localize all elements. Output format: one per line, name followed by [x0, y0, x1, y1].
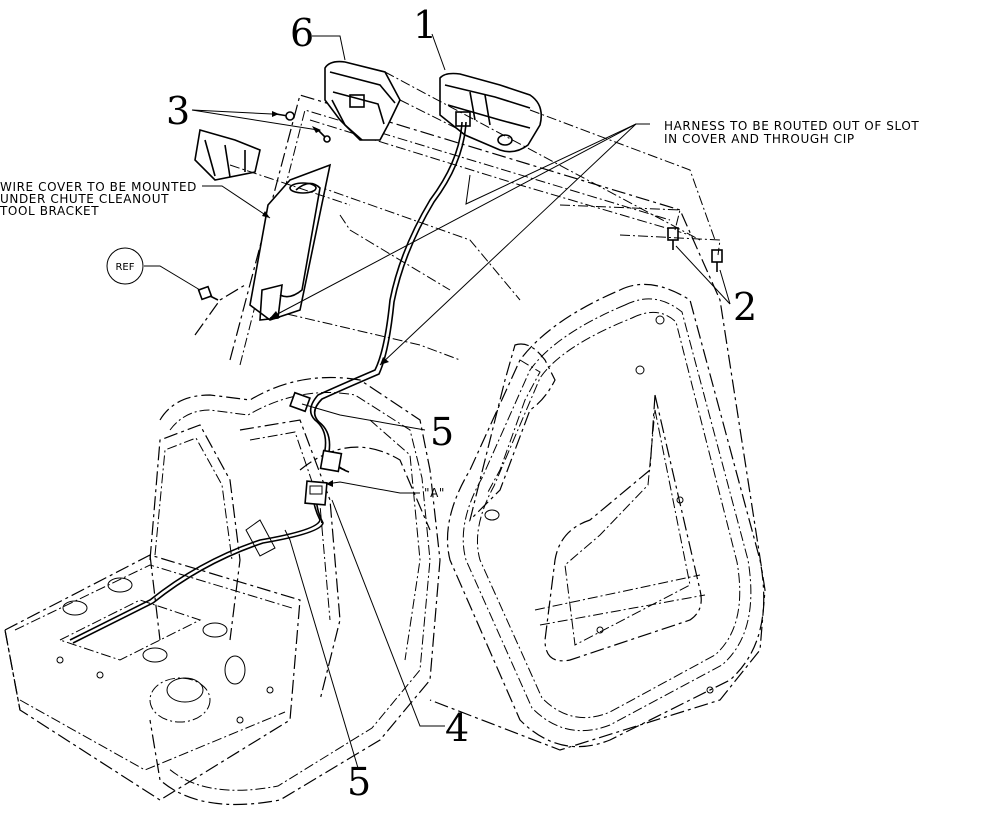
callout-3: 3 — [166, 89, 190, 133]
screw-part-2 — [667, 227, 723, 272]
callout-5-upper: 5 — [430, 410, 454, 454]
harness-note-line-2: IN COVER AND THROUGH CIP — [664, 132, 855, 146]
view-a-label: "A" — [424, 486, 445, 500]
wiring-harness — [69, 121, 467, 644]
harness-note-line-1: HARNESS TO BE ROUTED OUT OF SLOT — [664, 119, 919, 133]
wire-cover-note-line-3: TOOL BRACKET — [0, 204, 99, 218]
front-frame — [4, 554, 301, 801]
assembly-lines — [229, 71, 721, 291]
connector-lower — [304, 480, 328, 506]
callout-4: 4 — [445, 706, 469, 750]
ref-label: REF — [115, 262, 134, 273]
part-6-cover — [324, 60, 401, 141]
callout-5-lower: 5 — [347, 760, 371, 804]
ref-bubble: REF — [106, 247, 144, 285]
callout-1: 1 — [413, 3, 437, 47]
callout-6: 6 — [290, 11, 314, 55]
screw-part-3 — [275, 111, 331, 143]
leader-lines — [144, 33, 731, 769]
wire-cover — [249, 163, 332, 321]
wire-cover-note-line-2: UNDER CHUTE CLEANOUT — [0, 192, 169, 206]
rear-housing-panel — [194, 94, 766, 751]
auger-housing — [149, 376, 441, 806]
screw-ref — [197, 285, 219, 301]
connector-upper — [289, 391, 343, 473]
tool-bracket — [194, 128, 261, 181]
wire-cover-note-line-1: WIRE COVER TO BE MOUNTED — [0, 180, 197, 194]
part-1-housing — [439, 72, 543, 153]
impeller-side-panel — [446, 283, 765, 748]
callout-2: 2 — [733, 285, 757, 329]
